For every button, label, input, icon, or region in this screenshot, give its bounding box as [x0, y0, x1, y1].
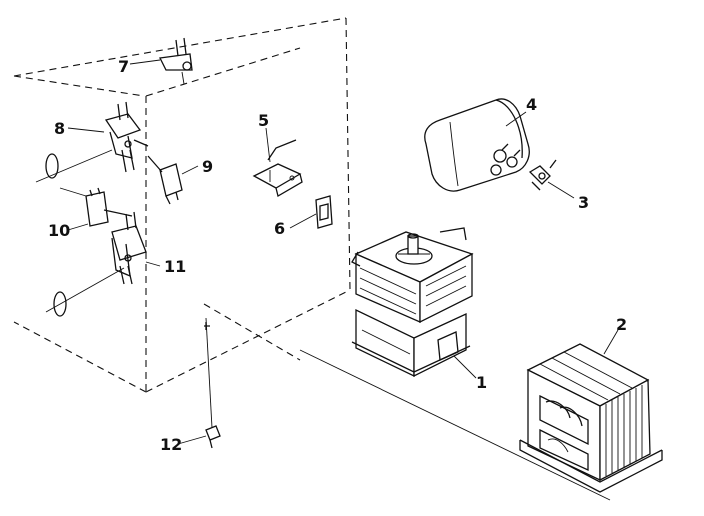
- label-part-11: 11: [164, 257, 186, 276]
- label-part-12: 12: [160, 435, 182, 454]
- label-part-8: 8: [54, 119, 65, 138]
- part-9-micro-switch-icon: [147, 155, 183, 205]
- label-part-1: 1: [476, 373, 487, 392]
- cabinet-outline: [13, 17, 351, 393]
- part-7-switch-icon: [159, 37, 193, 85]
- label-part-5: 5: [258, 111, 269, 130]
- label-part-6: 6: [274, 219, 285, 238]
- label-part-7: 7: [118, 57, 129, 76]
- base-plane-line: [299, 349, 611, 501]
- part-3-diode-icon: [528, 159, 557, 191]
- part-6-clip-icon: [315, 195, 333, 229]
- leader-lines: [67, 59, 619, 445]
- mount-hole-upper-icon: [35, 149, 113, 183]
- label-part-9: 9: [202, 157, 213, 176]
- label-part-10: 10: [48, 221, 70, 240]
- part-11-interlock-switch-icon: [45, 211, 147, 313]
- part-12-screw-icon: [204, 317, 221, 449]
- part-labels: 7 8 9 10 11 5 6 4 3 1 2 12: [48, 57, 627, 454]
- part-10-switch-icon: [59, 187, 133, 227]
- part-8-interlock-switch-icon: [104, 101, 149, 173]
- part-4-capacitor-icon: [424, 98, 530, 192]
- part-1-magnetron-icon: [351, 227, 474, 378]
- part-2-transformer-icon: [519, 343, 663, 493]
- label-part-3: 3: [578, 193, 589, 212]
- part-5-bracket-icon: [252, 139, 303, 197]
- label-part-2: 2: [616, 315, 627, 334]
- label-part-4: 4: [526, 95, 537, 114]
- mount-hole-lower-icon: [53, 291, 67, 317]
